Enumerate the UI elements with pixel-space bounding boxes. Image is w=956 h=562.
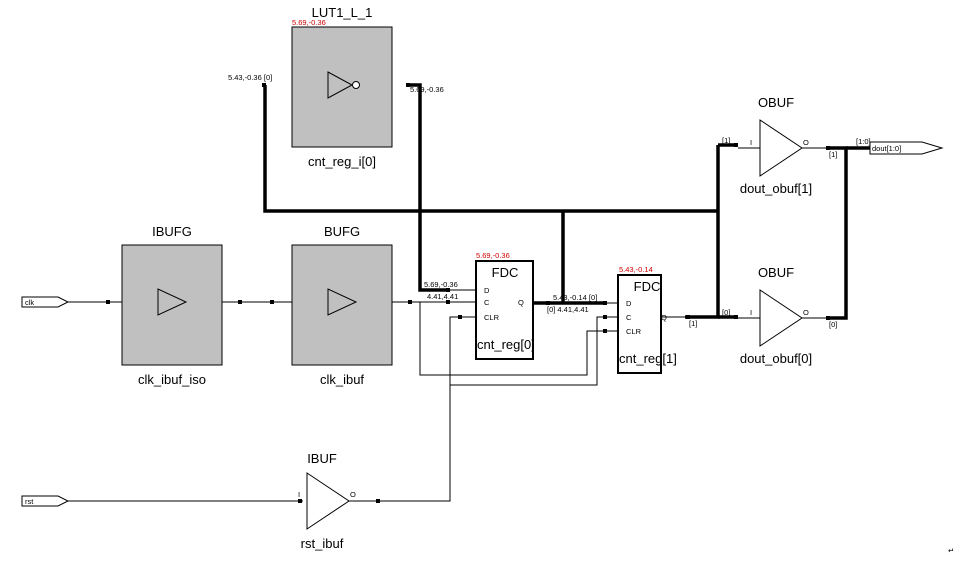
obuf1-instance-name: dout_obuf[1] [740, 181, 812, 196]
ibufg-instance-name: clk_ibuf_iso [138, 372, 206, 387]
obuf1-pin-o: O [803, 138, 809, 147]
fdc0-pin-clr: CLR [484, 313, 500, 322]
bufg-buffer-icon [327, 288, 358, 316]
port-clk-label: clk [25, 298, 34, 307]
obuf1-pin-i: I [750, 138, 752, 147]
fdc1-instance-name: cnt_reg[1] [619, 351, 677, 366]
fdc0-pin-c: C [484, 298, 490, 307]
fdc1-pin-q: Q [661, 313, 667, 322]
output-port-icon [869, 141, 944, 155]
fdc1-pin-d: D [626, 299, 632, 308]
ibufg-buffer-icon [157, 288, 188, 316]
net-dout-bus-label: [1:0] [856, 137, 871, 146]
net-clk-label: 4.41,4.41 [427, 292, 458, 301]
input-port-icon [21, 495, 70, 507]
obuf0-pin-o: O [803, 308, 809, 317]
port-clk[interactable]: clk [21, 296, 70, 308]
obuf0-pin-i: I [750, 308, 752, 317]
net-labels: 5.69,-0.36 4.41,4.41 5.43,-0.14 [0] [0] … [424, 136, 871, 329]
junction-dots [106, 83, 830, 503]
ibuf-type-label: IBUF [307, 451, 337, 466]
inverter-bubble-icon [352, 81, 360, 89]
port-dout[interactable]: dout[1:0] [869, 141, 944, 155]
ibuf-instance-name: rst_ibuf [301, 536, 344, 551]
ibufg-type-label: IBUFG [152, 224, 192, 239]
fdc1-box[interactable] [617, 274, 662, 374]
lut-inverter-icon [327, 71, 354, 99]
net-q0-label: 5.43,-0.14 [0] [553, 293, 597, 302]
port-dout-label: dout[1:0] [872, 144, 901, 153]
obuf0-buffer-icon[interactable] [759, 289, 803, 347]
ibuf-pin-o: O [350, 490, 356, 499]
return-glyph: ↵ [948, 546, 954, 555]
bufg-cell[interactable]: BUFG clk_ibuf [291, 224, 393, 387]
fdc0-pin-d: D [484, 286, 490, 295]
obuf0-type-label: OBUF [758, 265, 794, 280]
lut-type-label: LUT1_L_1 [312, 5, 373, 20]
ibuf-buffer-icon[interactable] [306, 472, 350, 530]
fdc0-cell[interactable]: 5.69,-0.36 FDC D C CLR Q cnt_reg[0] [475, 251, 535, 360]
lut-timing-label: 5.69,-0.36 [292, 18, 326, 27]
signal-wires [68, 84, 685, 502]
fdc1-pin-c: C [626, 313, 632, 322]
net-obuf0-out-bit: [0] [829, 320, 837, 329]
obuf1-cell[interactable]: OBUF I O dout_obuf[1] [738, 95, 826, 196]
port-rst-label: rst [25, 497, 34, 506]
fdc1-type-label: FDC [634, 279, 661, 294]
lut-output-net-label: 5.69,-0.36 [410, 85, 444, 94]
fdc0-type-label: FDC [492, 265, 519, 280]
fdc0-pin-q: Q [518, 298, 524, 307]
obuf1-type-label: OBUF [758, 95, 794, 110]
net-q1-bit-label: [1] [689, 319, 697, 328]
lut-input-net-label: 5.43,-0.36 [0] [228, 73, 272, 82]
ibufg-cell[interactable]: IBUFG clk_ibuf_iso [121, 224, 223, 387]
lut-instance-name: cnt_reg_i[0] [308, 154, 376, 169]
net-obuf0-in-bit: [0] [722, 308, 730, 317]
bufg-type-label: BUFG [324, 224, 360, 239]
obuf1-buffer-icon[interactable] [759, 119, 803, 177]
net-obuf1-out-bit: [1] [829, 150, 837, 159]
ibuf-pin-i: I [298, 490, 300, 499]
ibuf-cell[interactable]: IBUF I O rst_ibuf [298, 451, 378, 551]
ibufg-box[interactable] [121, 244, 223, 366]
fdc0-timing-label: 5.69,-0.36 [476, 251, 510, 260]
lut-cell[interactable]: LUT1_L_1 5.69,-0.36 cnt_reg_i[0] 5.43,-0… [228, 5, 444, 169]
fdc1-timing-label: 5.43,-0.14 [619, 265, 653, 274]
bus-wires [263, 83, 870, 320]
fdc0-instance-name: cnt_reg[0] [477, 337, 535, 352]
fdc0-box[interactable] [475, 260, 534, 360]
net-obuf1-in-bit: [1] [722, 136, 730, 145]
net-d0-label: 5.69,-0.36 [424, 280, 458, 289]
bufg-instance-name: clk_ibuf [320, 372, 364, 387]
net-q0-secondary-label: [0] 4.41,4.41 [547, 305, 589, 314]
fdc1-pin-clr: CLR [626, 327, 642, 336]
input-port-icon [21, 296, 70, 308]
port-rst[interactable]: rst [21, 495, 70, 507]
obuf0-cell[interactable]: OBUF I O dout_obuf[0] [738, 265, 826, 366]
obuf0-instance-name: dout_obuf[0] [740, 351, 812, 366]
fdc1-cell[interactable]: 5.43,-0.14 FDC D C CLR Q cnt_reg[1] [617, 265, 677, 374]
